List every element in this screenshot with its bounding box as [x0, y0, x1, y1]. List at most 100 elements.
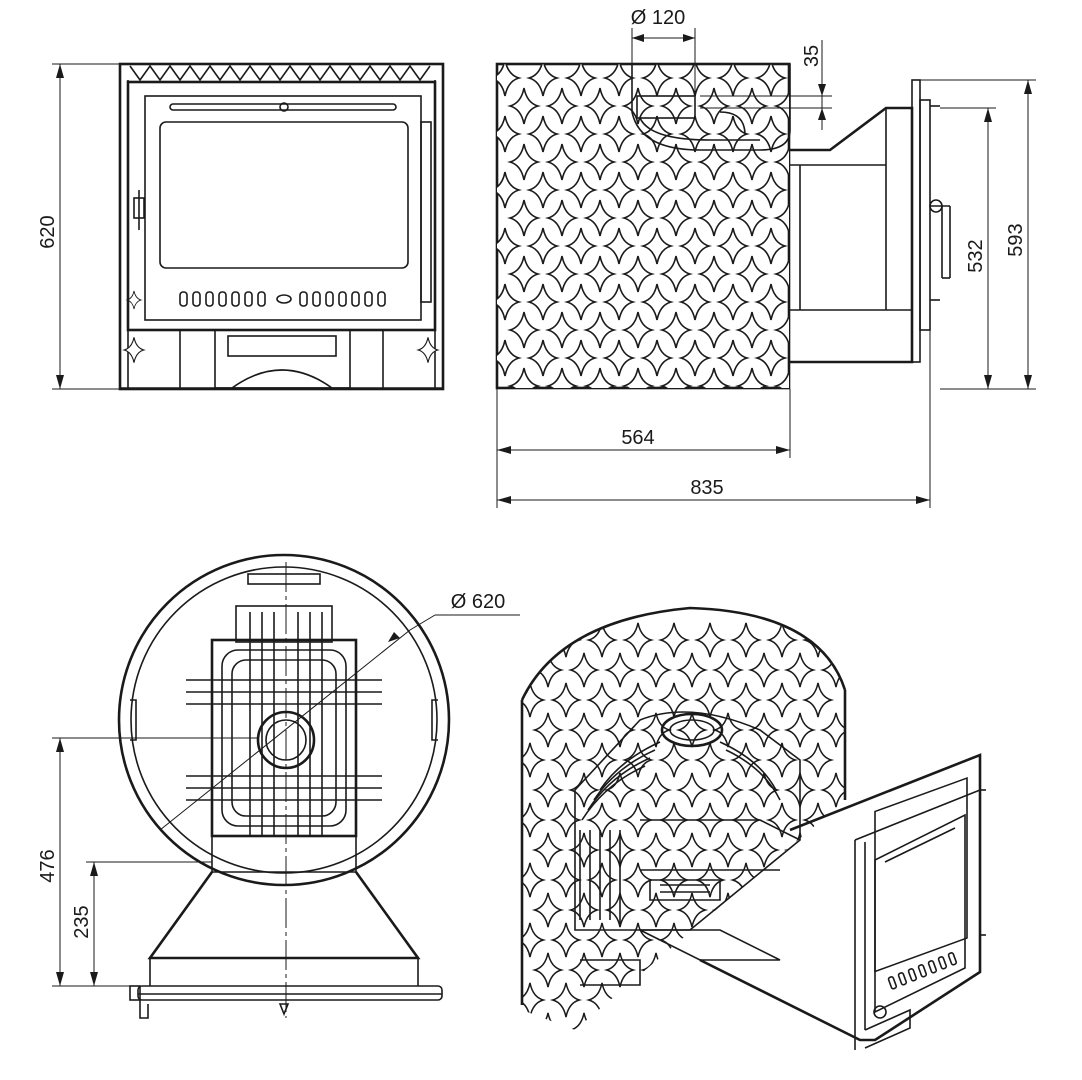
pattern-star	[718, 171, 748, 209]
pattern-star	[547, 255, 577, 293]
heat-exchanger-grid	[186, 605, 382, 838]
pattern-star	[756, 283, 786, 321]
pattern-star	[677, 712, 707, 748]
pattern-star	[551, 982, 581, 1018]
pattern-star	[731, 742, 761, 778]
pattern-star	[566, 283, 596, 321]
pattern-star	[803, 742, 833, 778]
pattern-star	[737, 311, 767, 349]
pattern-star	[623, 922, 653, 958]
pattern-star	[699, 311, 729, 349]
pattern-star	[509, 311, 539, 349]
dim-depth-835: 835	[497, 330, 931, 508]
door-glass	[159, 121, 409, 269]
dim-flue-offset: 35	[700, 40, 832, 130]
pattern-star	[509, 255, 539, 293]
pattern-star	[695, 622, 725, 658]
pattern-star	[585, 255, 615, 293]
pattern-star	[528, 283, 558, 321]
door-vents[interactable]	[179, 291, 386, 307]
pattern-star	[642, 227, 672, 265]
side-pattern	[497, 64, 789, 388]
front-body-outline	[118, 62, 445, 391]
pattern-star	[680, 115, 710, 153]
pattern-star	[547, 367, 577, 388]
dim-label-593: 593	[1005, 223, 1027, 256]
pattern-star	[623, 982, 653, 1018]
pattern-star	[677, 832, 707, 868]
pattern-star	[623, 367, 653, 388]
pattern-star	[718, 64, 748, 97]
pattern-star	[623, 199, 653, 237]
pattern-star	[677, 892, 707, 928]
pattern-star	[522, 682, 545, 718]
pattern-star	[785, 1012, 815, 1030]
pattern-star	[569, 1012, 599, 1030]
pattern-star	[569, 952, 599, 988]
dim-tunnel-235: 235	[71, 861, 212, 986]
door-panel[interactable]	[144, 95, 422, 321]
pattern-star	[533, 712, 563, 748]
pattern-star	[605, 772, 635, 808]
pattern-star	[623, 622, 653, 658]
pattern-star	[547, 199, 577, 237]
door-handle[interactable]	[133, 190, 145, 230]
pattern-star	[528, 171, 558, 209]
pattern-star	[821, 1012, 845, 1030]
cutaway-view	[520, 606, 986, 1050]
pattern-star	[585, 311, 615, 349]
pattern-star	[547, 311, 577, 349]
front-pattern-top	[129, 64, 431, 82]
pattern-star	[522, 862, 545, 898]
pattern-star	[605, 652, 635, 688]
dim-label-532: 532	[965, 239, 987, 272]
pattern-star	[533, 772, 563, 808]
dim-tunnel-532: 532	[940, 107, 996, 390]
iso-door-knob[interactable]	[873, 1005, 887, 1019]
iso-door-vents[interactable]	[887, 952, 958, 990]
pattern-star	[749, 712, 779, 748]
pattern-star	[659, 622, 689, 658]
pattern-star	[699, 199, 729, 237]
pattern-star	[604, 115, 634, 153]
pattern-star	[713, 652, 743, 688]
dim-label-620-diameter: Ø 620	[451, 591, 505, 613]
pattern-star	[661, 367, 691, 388]
pattern-star	[756, 171, 786, 209]
side-view: Ø 120 35 532 593	[495, 7, 1036, 508]
pattern-star	[623, 143, 653, 181]
pattern-star	[551, 682, 581, 718]
pattern-star	[547, 87, 577, 125]
pattern-star	[737, 87, 767, 125]
dim-center-476: 476	[37, 737, 258, 987]
pattern-star	[821, 952, 845, 988]
pattern-star	[533, 832, 563, 868]
flue-cutaway	[631, 63, 791, 151]
pattern-star	[680, 227, 710, 265]
tunnel-handle[interactable]	[929, 199, 951, 279]
pattern-star	[623, 255, 653, 293]
pattern-star	[585, 143, 615, 181]
pattern-star	[642, 171, 672, 209]
pattern-star	[585, 199, 615, 237]
pattern-star	[699, 255, 729, 293]
pattern-star	[803, 922, 833, 958]
pattern-star	[604, 171, 634, 209]
door-frame	[126, 80, 437, 332]
pattern-star	[731, 622, 761, 658]
pattern-star	[528, 227, 558, 265]
pattern-star	[587, 982, 617, 1018]
pattern-star	[623, 862, 653, 898]
pattern-star	[623, 311, 653, 349]
dim-height-620: 620	[37, 63, 120, 390]
pattern-star	[509, 367, 539, 388]
pattern-star	[785, 652, 815, 688]
pattern-star	[641, 892, 671, 928]
pattern-star	[695, 922, 725, 958]
pattern-star	[509, 143, 539, 181]
dim-tunnel-593: 593	[912, 79, 1036, 390]
top-view: Ø 620 476	[37, 553, 520, 1019]
dim-label-35: 35	[801, 45, 823, 67]
pattern-star	[803, 682, 833, 718]
pattern-star	[522, 742, 545, 778]
